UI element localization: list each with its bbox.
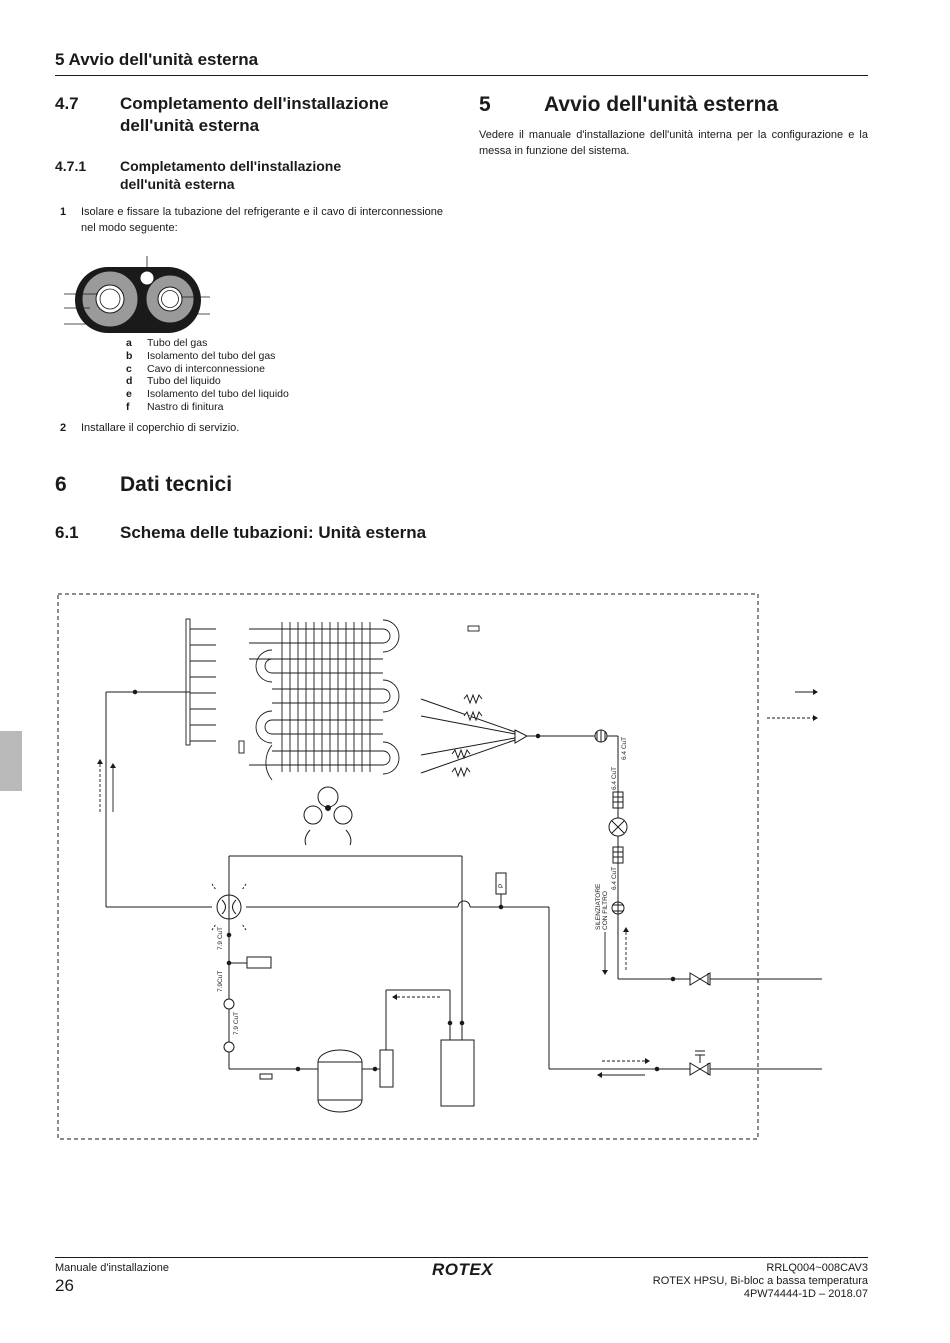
- heading-4-7: 4.7 Completamento dell'installazione del…: [55, 93, 445, 139]
- footer-product: ROTEX HPSU, Bi-bloc a bassa temperatura: [652, 1275, 868, 1287]
- step-1-number: 1: [60, 206, 67, 218]
- silencer-label: CON FILTRO: [602, 891, 609, 930]
- pipe-size-label: 7.9 CuT: [217, 927, 224, 950]
- pipe-size-label: 6.4 CuT: [611, 867, 618, 890]
- heat-exchanger: [185, 618, 480, 781]
- footer-doc: 4PW74444-1D – 2018.07: [743, 1288, 868, 1300]
- running-header: 5 Avvio dell'unità esterna: [55, 50, 259, 69]
- compressor: [317, 989, 475, 1113]
- step-2-text: Installare il coperchio di servizio.: [81, 422, 240, 434]
- heading-6-1-number: 6.1: [55, 523, 79, 542]
- page-number: 26: [55, 1276, 74, 1295]
- liquid-line: [594, 729, 822, 986]
- heading-6: 6 Dati tecnici: [55, 472, 445, 498]
- heading-5: 5 Avvio dell'unità esterna: [479, 92, 869, 118]
- header-rule: [55, 75, 868, 76]
- step-2-number: 2: [60, 422, 67, 434]
- pipe-size-label: 7.9CuT: [217, 971, 224, 992]
- heading-5-title: Avvio dell'unità esterna: [544, 93, 779, 116]
- footer-manual: Manuale d'installazione: [55, 1262, 170, 1274]
- capillary-distributor: [420, 693, 595, 778]
- pressure-switch-label: P: [498, 884, 505, 888]
- pipe-size-label: 7.9 CuT: [233, 1012, 240, 1035]
- step-1-text: Isolare e fissare la tubazione del refri…: [81, 206, 443, 234]
- section-side-tab: [0, 731, 22, 791]
- footer-doc-info: RRLQ004~008CAV3 ROTEX HPSU, Bi-bloc a ba…: [653, 1262, 868, 1301]
- accumulator: [440, 1039, 475, 1107]
- silencer-label: SILENZIATORE: [595, 883, 602, 930]
- heading-6-number: 6: [55, 473, 67, 496]
- heading-4-7-1-title: Completamento dell'installazione dell'un…: [120, 158, 342, 192]
- unit-boundary: [57, 593, 759, 1140]
- heading-4-7-number: 4.7: [55, 94, 79, 113]
- pipe-insulation-illustration: [64, 256, 210, 333]
- heading-4-7-1-number: 4.7.1: [55, 158, 87, 174]
- heading-5-number: 5: [479, 93, 491, 116]
- pipe-size-label: 6.4 CuT: [621, 737, 628, 760]
- flow-arrows: [99, 691, 813, 1076]
- pipe-size-label: 6.4 CuT: [611, 767, 618, 790]
- heading-4-7-title: Completamento dell'installazione dell'un…: [120, 94, 389, 135]
- brand-logo: ROTEX: [432, 1260, 494, 1279]
- step-2: 2 Installare il coperchio di servizio.: [60, 420, 443, 436]
- heading-6-1: 6.1 Schema delle tubazioni: Unità estern…: [55, 522, 445, 568]
- fan-icon: [303, 786, 353, 846]
- heading-6-1-title: Schema delle tubazioni: Unità esterna: [120, 523, 427, 542]
- section-5-text: Vedere il manuale d'installazione dell'u…: [479, 129, 868, 157]
- footer-rule: [55, 1257, 868, 1258]
- gas-line: [105, 689, 822, 1080]
- footer-model: RRLQ004~008CAV3: [766, 1262, 868, 1274]
- heading-4-7-1: 4.7.1 Completamento dell'installazione d…: [55, 157, 445, 195]
- step-1: 1 Isolare e fissare la tubazione del ref…: [60, 204, 443, 238]
- heading-6-title: Dati tecnici: [120, 473, 233, 496]
